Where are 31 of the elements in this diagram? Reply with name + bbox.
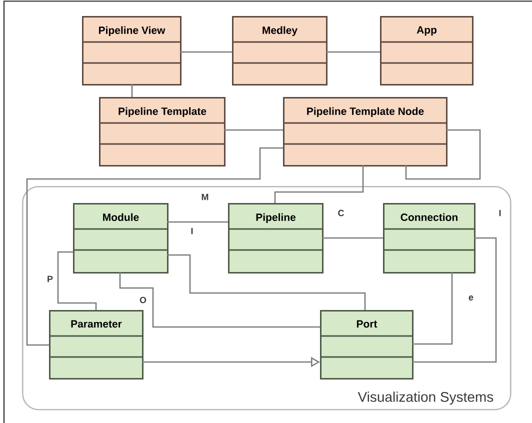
class-box: Port (320, 310, 414, 380)
letter-label: M (202, 194, 208, 200)
letter-label: I (499, 210, 501, 216)
letter-label: P (48, 276, 53, 282)
connector-line (274, 165, 364, 203)
connector-line (412, 272, 453, 345)
class-box: Medley (232, 16, 328, 86)
letter-label: C (338, 210, 344, 216)
class-box: Parameter (49, 310, 144, 380)
connector-line (180, 51, 232, 53)
connector-line (57, 251, 97, 310)
connector-line (405, 129, 481, 180)
connector-line (167, 221, 228, 223)
connector-line (167, 254, 366, 310)
letter-label: e (468, 296, 474, 300)
class-box: App (380, 16, 474, 86)
connector-line (412, 237, 497, 363)
connector-line (322, 237, 383, 239)
letter-label: I (191, 228, 193, 234)
connector-line (131, 84, 133, 97)
connector-line (119, 272, 320, 328)
class-box: Pipeline Template (99, 97, 226, 166)
connector-line (326, 51, 380, 53)
connector-line (26, 147, 283, 346)
class-box: Pipeline Template Node (283, 97, 448, 166)
class-box: Pipeline View (82, 16, 182, 86)
class-box: Pipeline (228, 203, 324, 274)
letter-label: O (140, 296, 146, 304)
connector-line (224, 129, 283, 131)
class-box: Module (73, 203, 168, 274)
class-box: Connection (383, 203, 476, 274)
